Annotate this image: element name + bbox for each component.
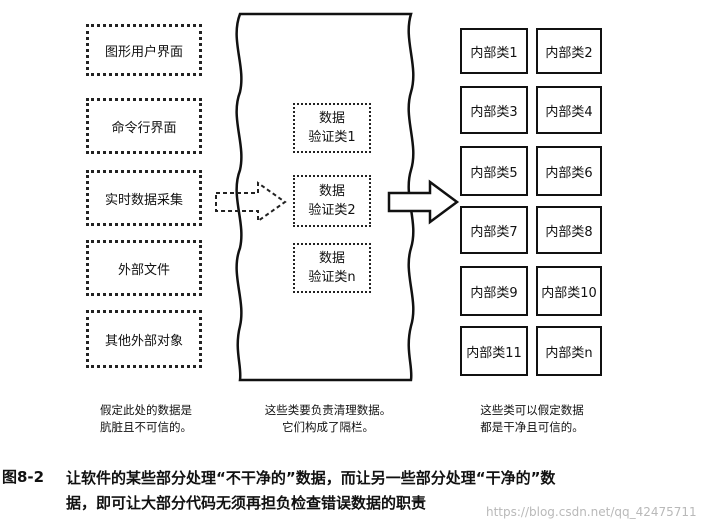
source-label: 其他外部对象	[104, 333, 183, 349]
internal-class-4: 内部类4	[536, 86, 602, 134]
internal-class-label: 内部类3	[470, 104, 518, 120]
caption-middle-line1: 这些类要负责清理数据。	[264, 403, 392, 417]
source-box-cli: 命令行界面	[86, 98, 202, 154]
source-box-realtime: 实时数据采集	[86, 170, 202, 226]
validator-box-n: 数据 验证类n	[293, 243, 371, 293]
internal-class-8: 内部类8	[536, 206, 602, 254]
figure-caption-line1: 让软件的某些部分处理“不干净的”数据，而让另一些部分处理“干净的”数	[66, 469, 556, 487]
validator-line1: 数据	[318, 111, 345, 126]
watermark-url: https://blog.csdn.net/qq_42475711	[486, 505, 697, 519]
internal-class-n: 内部类n	[536, 326, 602, 376]
caption-left-line2: 肮脏且不可信的。	[100, 420, 192, 434]
internal-class-label: 内部类9	[470, 285, 518, 301]
source-label: 命令行界面	[111, 120, 177, 136]
validator-line2: 验证类1	[308, 130, 356, 145]
input-arrow	[215, 181, 287, 223]
caption-left: 假定此处的数据是 肮脏且不可信的。	[78, 402, 214, 436]
internal-class-label: 内部类5	[470, 165, 518, 181]
internal-class-3: 内部类3	[460, 86, 528, 134]
source-box-other-external: 其他外部对象	[86, 310, 202, 368]
internal-class-label: 内部类6	[545, 165, 593, 181]
internal-class-label: 内部类11	[466, 345, 522, 361]
validator-line2: 验证类2	[308, 203, 356, 218]
source-label: 图形用户界面	[104, 44, 183, 60]
internal-class-label: 内部类1	[470, 45, 518, 61]
validator-line2: 验证类n	[308, 270, 356, 285]
source-label: 实时数据采集	[104, 192, 183, 208]
source-label: 外部文件	[117, 262, 170, 278]
internal-class-label: 内部类10	[541, 285, 597, 301]
internal-class-6: 内部类6	[536, 146, 602, 196]
caption-right-line2: 都是干净且可信的。	[480, 420, 584, 434]
figure-caption-line2: 据，即可让大部分代码无须再担负检查错误数据的职责	[66, 494, 427, 512]
validator-line1: 数据	[318, 184, 345, 199]
internal-class-label: 内部类n	[545, 345, 593, 361]
internal-class-label: 内部类8	[545, 224, 593, 240]
internal-class-label: 内部类7	[470, 224, 518, 240]
caption-right-line1: 这些类可以假定数据	[480, 403, 584, 417]
validator-line1: 数据	[318, 251, 345, 266]
caption-middle-line2: 它们构成了隔栏。	[282, 420, 374, 434]
source-box-external-file: 外部文件	[86, 240, 202, 296]
internal-class-1: 内部类1	[460, 28, 528, 74]
caption-left-line1: 假定此处的数据是	[100, 403, 192, 417]
internal-class-7: 内部类7	[460, 206, 528, 254]
caption-right: 这些类可以假定数据 都是干净且可信的。	[460, 402, 604, 436]
caption-middle: 这些类要负责清理数据。 它们构成了隔栏。	[248, 402, 408, 436]
validator-box-2: 数据 验证类2	[293, 175, 371, 227]
figure-label: 图8-2	[2, 468, 45, 486]
source-box-gui: 图形用户界面	[86, 24, 202, 76]
internal-class-label: 内部类4	[545, 104, 593, 120]
internal-class-2: 内部类2	[536, 28, 602, 74]
internal-class-9: 内部类9	[460, 266, 528, 316]
internal-class-11: 内部类11	[460, 326, 528, 376]
output-arrow	[387, 179, 460, 225]
figure-caption: 让软件的某些部分处理“不干净的”数据，而让另一些部分处理“干净的”数 据，即可让…	[66, 466, 696, 516]
validator-box-1: 数据 验证类1	[293, 103, 371, 153]
internal-class-label: 内部类2	[545, 45, 593, 61]
internal-class-5: 内部类5	[460, 146, 528, 196]
internal-class-10: 内部类10	[536, 266, 602, 316]
